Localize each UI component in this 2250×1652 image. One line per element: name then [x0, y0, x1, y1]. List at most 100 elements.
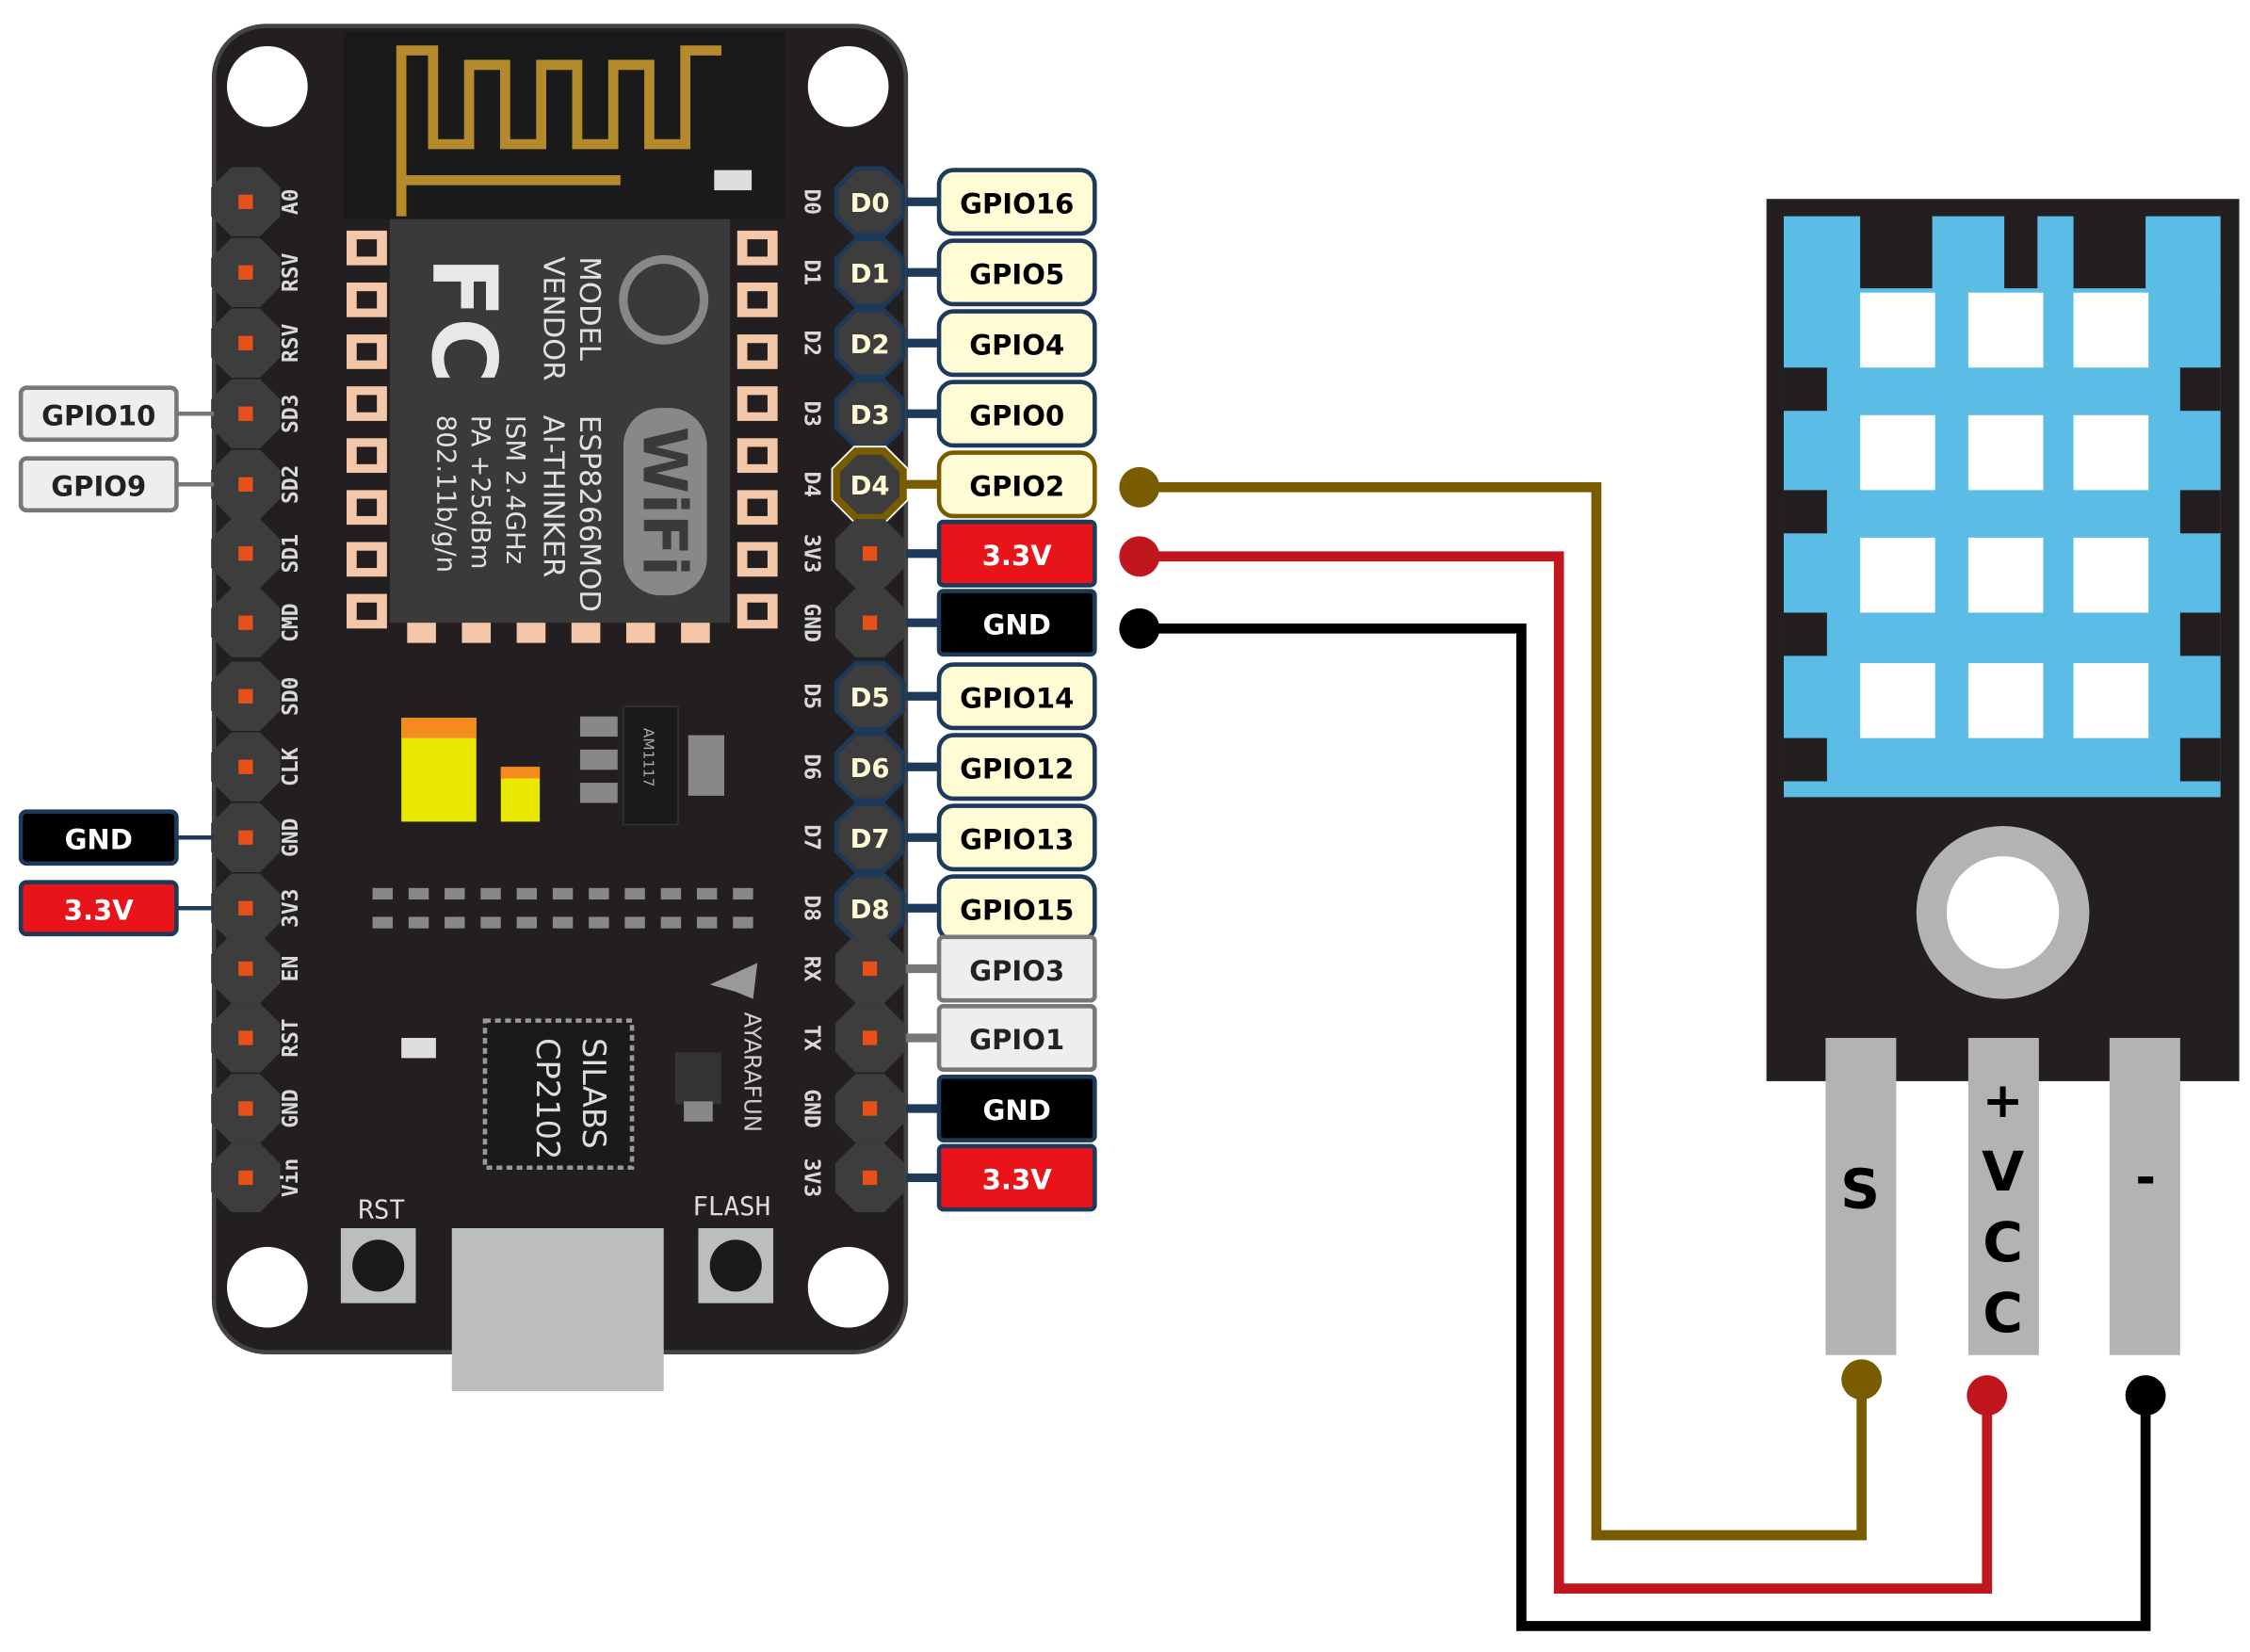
- pin-pad: [862, 1101, 878, 1116]
- pin-label-text: 3.3V: [982, 1164, 1053, 1196]
- pin-pad: [238, 759, 253, 774]
- header-pin: [834, 660, 906, 732]
- pin-label-text: GPIO15: [960, 894, 1074, 926]
- header-pin: [834, 802, 906, 873]
- pin-label-gpio1: [936, 1004, 1097, 1072]
- pin-vcc-label: C: [1983, 1210, 2023, 1274]
- pin-label-text: GPIO12: [960, 753, 1074, 785]
- sensor-pin-s: [1825, 1037, 1897, 1355]
- pin-label-text: 3.3V: [64, 894, 135, 926]
- pin-label-text: GND: [983, 608, 1051, 640]
- silk-pin-label: D8: [800, 895, 824, 921]
- signal-wire: [1139, 481, 1867, 1541]
- pin-pad: [238, 615, 253, 630]
- silk-pin-label: GND: [800, 603, 824, 641]
- usb-chip-model: CP2102: [529, 1038, 566, 1159]
- brand-label: AYARAFUN: [738, 1012, 766, 1132]
- usb-port: [451, 1228, 664, 1391]
- sensor-vent: [1967, 537, 2044, 613]
- sensor-mount-hole: [1946, 856, 2060, 969]
- silk-pin-label: 3V3: [279, 889, 303, 928]
- silk-pin-label: GND: [800, 1089, 824, 1127]
- rst-button[interactable]: [340, 1228, 416, 1304]
- pin-vcc-label: V: [1982, 1140, 2024, 1204]
- pin-pad: [862, 1170, 878, 1186]
- sensor-pin-vcc: [1967, 1037, 2039, 1355]
- pin-pad: [238, 335, 253, 350]
- pin-name: D1: [850, 259, 890, 289]
- silk-pin-label: D1: [800, 259, 824, 285]
- pin-name: D3: [850, 400, 890, 430]
- silk-pin-label: Vin: [279, 1158, 303, 1197]
- silk-pin-label: SD0: [279, 677, 303, 716]
- silk-pin-label: RST: [279, 1018, 303, 1057]
- pin-label-gpio4: [936, 309, 1097, 378]
- wire-end-dot: [1119, 607, 1160, 649]
- pin-label-gpio14: [936, 662, 1097, 731]
- pin-name: D8: [850, 895, 890, 925]
- pin-label-text: GPIO4: [969, 330, 1064, 362]
- pin-label-text: GPIO10: [41, 400, 155, 432]
- silk-pin-label: GND: [279, 1089, 303, 1127]
- pin-label-gnd: [936, 1075, 1097, 1142]
- model-text: MODEL: [573, 256, 606, 360]
- sensor-vent: [1967, 292, 2044, 368]
- silk-pin-label: A0: [279, 188, 303, 215]
- module-pad: [407, 623, 436, 643]
- sensor-vent: [1860, 663, 1935, 738]
- sensor-vent: [1860, 414, 1935, 491]
- pin-label-gpio2: [936, 450, 1097, 519]
- silk-pin-label: EN: [279, 956, 303, 982]
- silk-pin-label: D3: [800, 400, 824, 427]
- pin-label-text: 3.3V: [982, 540, 1053, 572]
- pin-vcc-label: +: [1983, 1073, 2024, 1129]
- sensor-vent: [1860, 537, 1935, 613]
- pin-label-gnd: [18, 809, 179, 866]
- wire-end-dot: [2125, 1375, 2166, 1416]
- wire-ends: [1119, 466, 2166, 1416]
- module-pad: [625, 623, 656, 643]
- sensor-pin-gnd: [2109, 1037, 2180, 1355]
- silk-pin-label: D4: [800, 471, 824, 497]
- pin-vcc-label: C: [1983, 1281, 2023, 1345]
- module-power: PA +25dBm: [465, 415, 495, 570]
- flash-button[interactable]: [698, 1228, 774, 1304]
- pin-pad: [238, 477, 253, 492]
- pin-label-text: GPIO0: [969, 400, 1064, 432]
- silk-pin-label: 3V3: [800, 534, 824, 573]
- pin-pad: [238, 265, 253, 280]
- sensor-vent: [2073, 537, 2149, 613]
- silk-pin-label: GND: [279, 818, 303, 857]
- led: [714, 170, 753, 191]
- mount-hole: [226, 45, 308, 127]
- sensor-vent: [1967, 663, 2044, 738]
- silk-pin-label: RSV: [279, 323, 303, 363]
- regulator-chip: [623, 705, 679, 826]
- pin-pad: [238, 546, 253, 561]
- pin-pad: [862, 1030, 878, 1045]
- pin-gnd-label: -: [2135, 1149, 2156, 1206]
- pin-label-33v: [936, 519, 1097, 588]
- usb-chip-vendor: SILABS: [575, 1038, 612, 1149]
- pin-name: D4: [850, 471, 890, 501]
- silk-pin-label: CLK: [279, 747, 303, 786]
- pin-pad: [862, 961, 878, 977]
- pin-label-gpio5: [936, 238, 1097, 307]
- pin-label-text: GPIO3: [969, 955, 1064, 987]
- rst-label: RST: [358, 1194, 405, 1224]
- module-pad: [461, 623, 492, 643]
- pin-label-gpio12: [936, 733, 1097, 802]
- nodemcu-board: MODEL VENDOR ESP8266MOD AI-THINKER ISM 2…: [211, 24, 909, 1391]
- silk-pin-label: SD3: [279, 395, 303, 433]
- silk-pin-label: CMD: [279, 603, 303, 641]
- flash-label: FLASH: [692, 1191, 770, 1222]
- lightning-icon: [709, 963, 758, 999]
- pin-label-text: GPIO2: [969, 471, 1064, 503]
- header-pin: [834, 307, 906, 379]
- wire-end-dot: [1967, 1375, 2008, 1416]
- sensor-vent: [2073, 663, 2149, 738]
- antenna-area: [343, 31, 785, 219]
- wire-end-dot: [1841, 1359, 1883, 1401]
- header-pin: [834, 236, 906, 308]
